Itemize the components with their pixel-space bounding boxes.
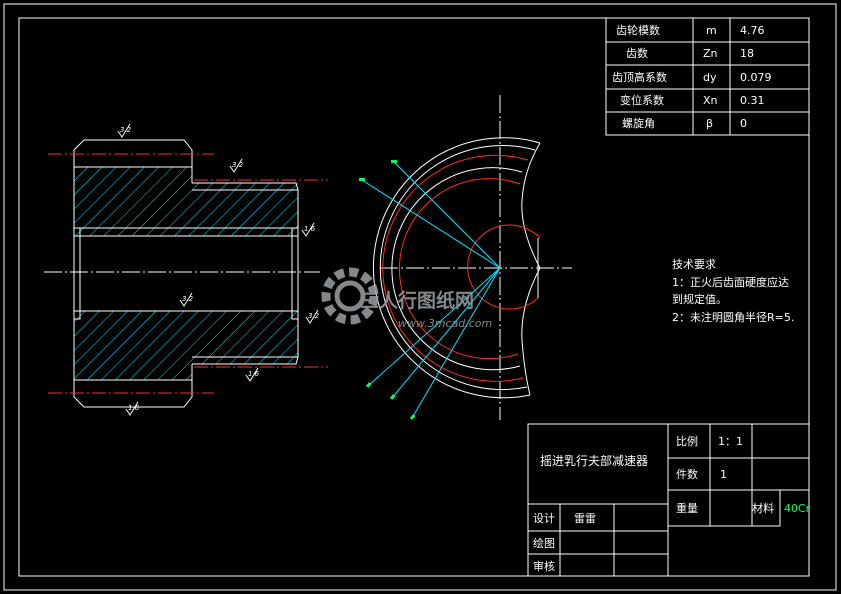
param-value-helix: 0 [740, 117, 747, 130]
param-name-module: 齿轮模数 [616, 23, 660, 37]
watermark-brand: 三人行图纸网 [360, 289, 474, 312]
drawing-name: 摇进乳行夫部减速器 [540, 453, 648, 468]
param-symbol-helix: β [706, 117, 713, 130]
title-block: 摇进乳行夫部减速器 比例 1：1 件数 1 重量 材料 40Cr 设计 雷雷 绘… [527, 423, 811, 577]
roughness-label-1: 3.2 [120, 126, 132, 134]
roughness-label-2: 3.2 [232, 161, 244, 169]
draw-label: 绘图 [533, 536, 555, 550]
technical-requirements: 技术要求 1：正火后齿面硬度应达 到规定值。 2：未注明圆角半径R=5. [672, 258, 794, 324]
param-name-addendum: 齿顶高系数 [612, 70, 667, 84]
param-value-module: 4.76 [740, 24, 765, 37]
gear-logo-icon [321, 267, 379, 325]
param-name-teeth: 齿数 [626, 47, 648, 60]
param-value-addendum: 0.079 [740, 71, 772, 84]
section-view: 3.2 3.2 3.2 1.6 3.2 1.6 1.6 [44, 123, 328, 416]
roughness-label-4: 1.6 [304, 225, 316, 233]
param-symbol-teeth: Zn [703, 47, 718, 60]
material-label: 材料 [752, 501, 774, 515]
watermark-url: www.3mcad.com [398, 317, 492, 330]
param-name-shift: 变位系数 [620, 93, 664, 107]
designer-name: 雷雷 [574, 512, 596, 525]
roughness-label-6: 1.6 [248, 370, 260, 378]
param-name-helix: 螺旋角 [622, 116, 655, 130]
weight-label: 重量 [676, 501, 698, 515]
outer-frame [3, 3, 837, 591]
check-label: 审核 [533, 559, 555, 573]
quantity-label: 件数 [676, 468, 698, 481]
scale-value: 1：1 [718, 435, 743, 448]
end-view [359, 95, 572, 420]
tech-heading: 技术要求 [672, 258, 716, 271]
inner-frame [18, 17, 810, 577]
scale-label: 比例 [676, 434, 698, 448]
quantity-value: 1 [720, 468, 727, 481]
tech-line-3: 2：未注明圆角半径R=5. [672, 310, 794, 324]
roughness-label-7: 1.6 [128, 404, 140, 412]
design-label: 设计 [533, 512, 555, 525]
param-symbol-module: m [706, 24, 717, 37]
tech-line-1: 1：正火后齿面硬度应达 [672, 275, 789, 289]
param-symbol-addendum: dy [703, 71, 717, 84]
material-value: 40Cr [784, 502, 811, 515]
roughness-label-3: 3.2 [182, 295, 194, 303]
param-symbol-shift: Xn [703, 94, 718, 107]
roughness-label-5: 3.2 [308, 312, 320, 320]
param-value-teeth: 18 [740, 47, 754, 60]
param-value-shift: 0.31 [740, 94, 765, 107]
tech-line-2: 到规定值。 [672, 292, 727, 306]
gear-parameter-table: 齿轮模数 m 4.76 齿数 Zn 18 齿顶高系数 dy 0.079 变位系数… [605, 17, 810, 136]
watermark: 三人行图纸网 www.3mcad.com [321, 267, 492, 330]
